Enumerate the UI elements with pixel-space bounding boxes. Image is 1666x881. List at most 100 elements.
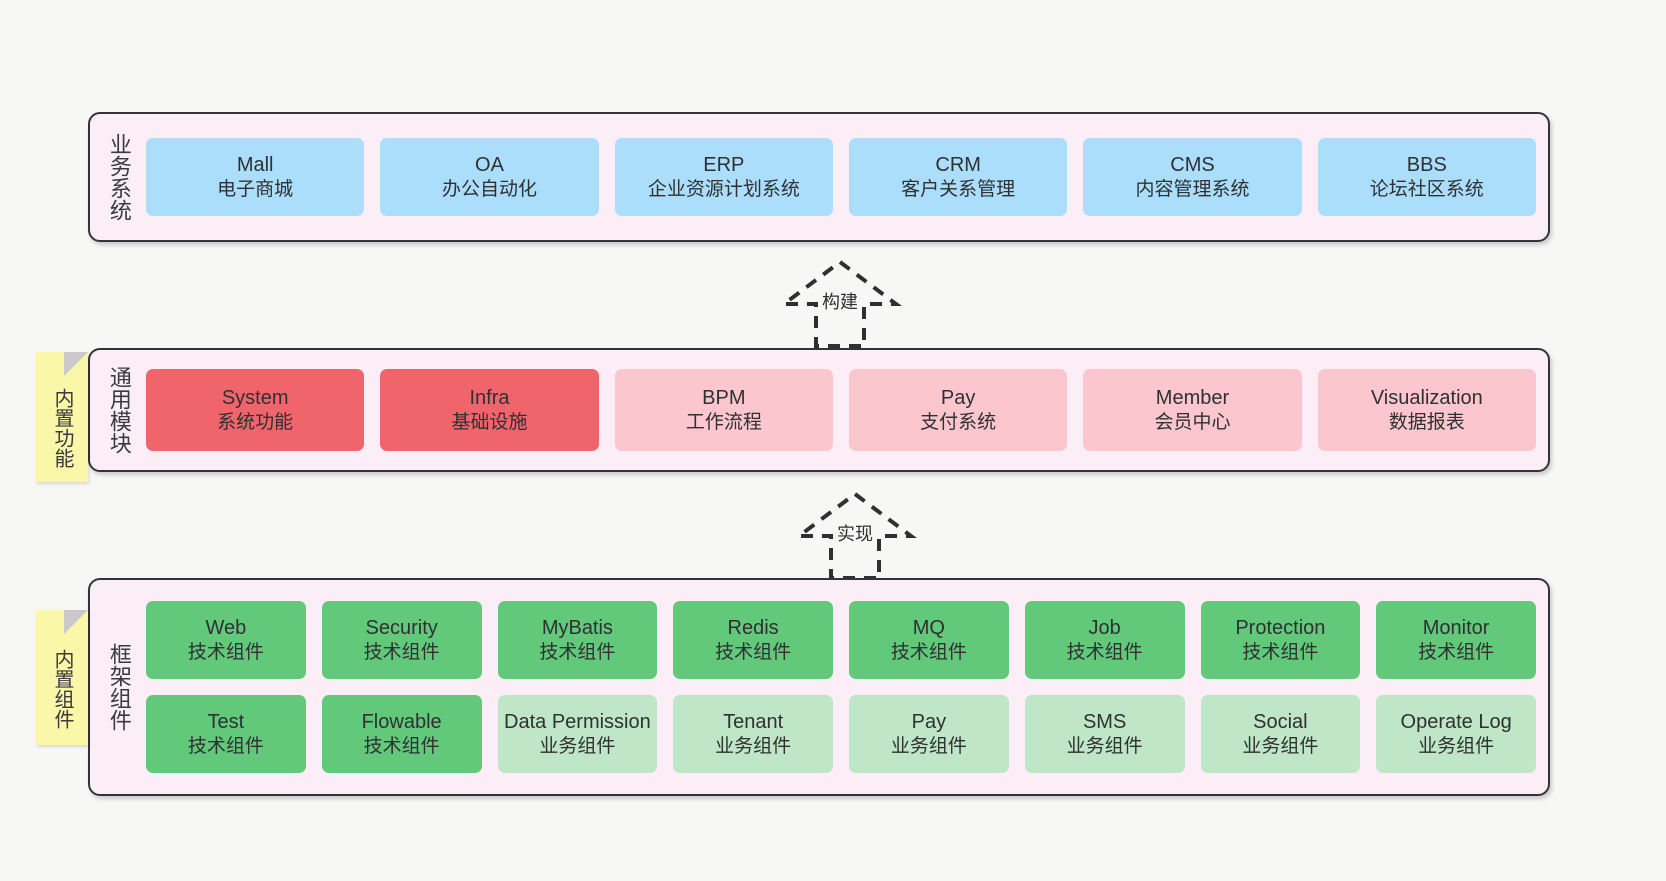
card-crm[interactable]: CRM 客户关系管理 — [848, 138, 1068, 216]
card-title: ERP — [703, 154, 745, 177]
layer-body-framework: Web 技术组件 Security 技术组件 MyBatis 技术组件 Redi… — [136, 590, 1536, 784]
card-mybatis[interactable]: MyBatis 技术组件 — [497, 601, 658, 679]
card-subtitle: 业务组件 — [715, 735, 792, 757]
card-subtitle: 论坛社区系统 — [1369, 178, 1484, 200]
card-title: Protection — [1235, 617, 1326, 640]
card-row: Web 技术组件 Security 技术组件 MyBatis 技术组件 Redi… — [146, 601, 1536, 679]
card-subtitle: 技术组件 — [187, 735, 264, 757]
card-tenant[interactable]: Tenant 业务组件 — [673, 695, 833, 773]
layer-panel-module: 通用模块 System 系统功能 Infra 基础设施 BPM 工作流程 Pay… — [88, 348, 1550, 472]
card-title: MQ — [912, 617, 945, 640]
sticky-note-builtin-function: 内置功能 — [36, 352, 88, 482]
card-mq[interactable]: MQ 技术组件 — [849, 601, 1009, 679]
sticky-note-builtin-component: 内置组件 — [36, 610, 88, 745]
card-subtitle: 技术组件 — [1418, 641, 1495, 663]
card-title: Tenant — [723, 711, 784, 734]
card-title: Redis — [727, 617, 779, 640]
card-title: Visualization — [1370, 387, 1483, 410]
card-row: System 系统功能 Infra 基础设施 BPM 工作流程 Pay 支付系统… — [146, 369, 1536, 451]
card-subtitle: 数据报表 — [1388, 411, 1465, 433]
card-subtitle: 技术组件 — [1066, 641, 1143, 663]
card-redis[interactable]: Redis 技术组件 — [673, 601, 833, 679]
card-title: Security — [365, 617, 438, 640]
connector-build-label: 构建 — [820, 288, 860, 314]
card-title: Pay — [911, 711, 947, 734]
card-subtitle: 基础设施 — [451, 411, 528, 433]
card-visualization[interactable]: Visualization 数据报表 — [1317, 369, 1536, 451]
card-subtitle: 系统功能 — [217, 411, 294, 433]
card-web[interactable]: Web 技术组件 — [146, 601, 306, 679]
card-title: Test — [207, 711, 245, 734]
card-title: SMS — [1082, 711, 1127, 734]
card-subtitle: 工作流程 — [685, 411, 762, 433]
layer-body-module: System 系统功能 Infra 基础设施 BPM 工作流程 Pay 支付系统… — [136, 360, 1536, 460]
card-title: Operate Log — [1400, 711, 1512, 734]
card-title: Monitor — [1422, 617, 1490, 640]
card-title: Data Permission — [504, 711, 651, 734]
card-title: Pay — [940, 387, 976, 410]
card-title: Social — [1253, 711, 1308, 734]
card-pay-component[interactable]: Pay 业务组件 — [849, 695, 1009, 773]
card-title: Mall — [236, 154, 274, 177]
card-title: BPM — [702, 387, 746, 410]
card-subtitle: 客户关系管理 — [901, 178, 1016, 200]
card-subtitle: 技术组件 — [890, 641, 967, 663]
card-flowable[interactable]: Flowable 技术组件 — [321, 695, 482, 773]
card-monitor[interactable]: Monitor 技术组件 — [1376, 601, 1536, 679]
card-protection[interactable]: Protection 技术组件 — [1200, 601, 1361, 679]
card-bpm[interactable]: BPM 工作流程 — [614, 369, 833, 451]
card-operate-log[interactable]: Operate Log 业务组件 — [1376, 695, 1536, 773]
connector-implement: 实现 — [775, 490, 935, 582]
card-title: System — [221, 387, 289, 410]
card-subtitle: 业务组件 — [1066, 735, 1143, 757]
layer-panel-business: 业务系统 Mall 电子商城 OA 办公自动化 ERP 企业资源计划系统 CRM… — [88, 112, 1550, 242]
card-pay-module[interactable]: Pay 支付系统 — [848, 369, 1068, 451]
card-social[interactable]: Social 业务组件 — [1200, 695, 1361, 773]
card-subtitle: 业务组件 — [1418, 735, 1495, 757]
card-title: BBS — [1406, 154, 1447, 177]
card-title: MyBatis — [541, 617, 613, 640]
card-subtitle: 技术组件 — [539, 641, 616, 663]
card-subtitle: 技术组件 — [363, 641, 440, 663]
layer-title-framework: 框架组件 — [106, 643, 132, 731]
card-infra[interactable]: Infra 基础设施 — [380, 369, 599, 451]
card-cms[interactable]: CMS 内容管理系统 — [1083, 138, 1302, 216]
card-subtitle: 技术组件 — [1242, 641, 1319, 663]
card-subtitle: 会员中心 — [1154, 411, 1231, 433]
layer-title-business: 业务系统 — [106, 133, 132, 221]
card-subtitle: 电子商城 — [217, 178, 294, 200]
card-title: Web — [205, 617, 247, 640]
card-member[interactable]: Member 会员中心 — [1083, 369, 1302, 451]
card-security[interactable]: Security 技术组件 — [321, 601, 482, 679]
card-title: Job — [1088, 617, 1121, 640]
card-bbs[interactable]: BBS 论坛社区系统 — [1317, 138, 1536, 216]
connector-build: 构建 — [760, 258, 920, 350]
card-system[interactable]: System 系统功能 — [146, 369, 365, 451]
card-title: Flowable — [361, 711, 442, 734]
card-title: Infra — [469, 387, 510, 410]
card-mall[interactable]: Mall 电子商城 — [146, 138, 365, 216]
build-arrow-shape — [778, 259, 902, 348]
card-subtitle: 技术组件 — [187, 641, 264, 663]
card-job[interactable]: Job 技术组件 — [1024, 601, 1185, 679]
card-title: OA — [475, 154, 504, 177]
card-subtitle: 内容管理系统 — [1135, 178, 1250, 200]
card-sms[interactable]: SMS 业务组件 — [1024, 695, 1185, 773]
card-test[interactable]: Test 技术组件 — [146, 695, 306, 773]
card-erp[interactable]: ERP 企业资源计划系统 — [614, 138, 833, 216]
card-title: CMS — [1170, 154, 1215, 177]
card-subtitle: 支付系统 — [920, 411, 997, 433]
card-subtitle: 办公自动化 — [441, 178, 537, 200]
connector-implement-label: 实现 — [835, 520, 875, 546]
card-title: Member — [1155, 387, 1230, 410]
card-subtitle: 业务组件 — [890, 735, 967, 757]
card-data-permission[interactable]: Data Permission 业务组件 — [497, 695, 658, 773]
card-subtitle: 业务组件 — [539, 735, 616, 757]
sticky-note-label: 内置组件 — [51, 648, 73, 729]
card-subtitle: 技术组件 — [715, 641, 792, 663]
card-title: CRM — [935, 154, 981, 177]
card-subtitle: 业务组件 — [1242, 735, 1319, 757]
card-row: Test 技术组件 Flowable 技术组件 Data Permission … — [146, 695, 1536, 773]
card-oa[interactable]: OA 办公自动化 — [380, 138, 599, 216]
card-row: Mall 电子商城 OA 办公自动化 ERP 企业资源计划系统 CRM 客户关系… — [146, 138, 1536, 216]
